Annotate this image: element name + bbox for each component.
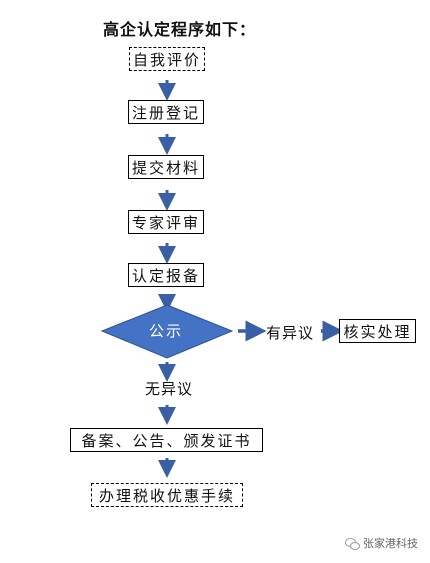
diagram-title: 高企认定程序如下：	[103, 20, 257, 39]
step-expert-review: 专家评审	[128, 210, 204, 234]
step-self-evaluation: 自我评价	[129, 47, 205, 71]
step-verify-process: 核实处理	[339, 319, 416, 343]
watermark: 张家港科技	[345, 535, 418, 551]
step-tax-incentive: 办理税收优惠手续	[91, 483, 243, 507]
watermark-text: 张家港科技	[363, 537, 418, 550]
step-registration: 注册登记	[128, 100, 204, 124]
wechat-icon	[345, 537, 360, 550]
step-announce-certify: 备案、公告、颁发证书	[70, 428, 263, 452]
step-submit-materials: 提交材料	[128, 155, 204, 179]
no-objection-label: 无异议	[145, 380, 194, 398]
step-filing-report: 认定报备	[128, 263, 204, 287]
decision-label: 公示	[148, 322, 183, 340]
decision-diamond	[100, 304, 234, 359]
objection-label: 有异议	[266, 324, 315, 342]
